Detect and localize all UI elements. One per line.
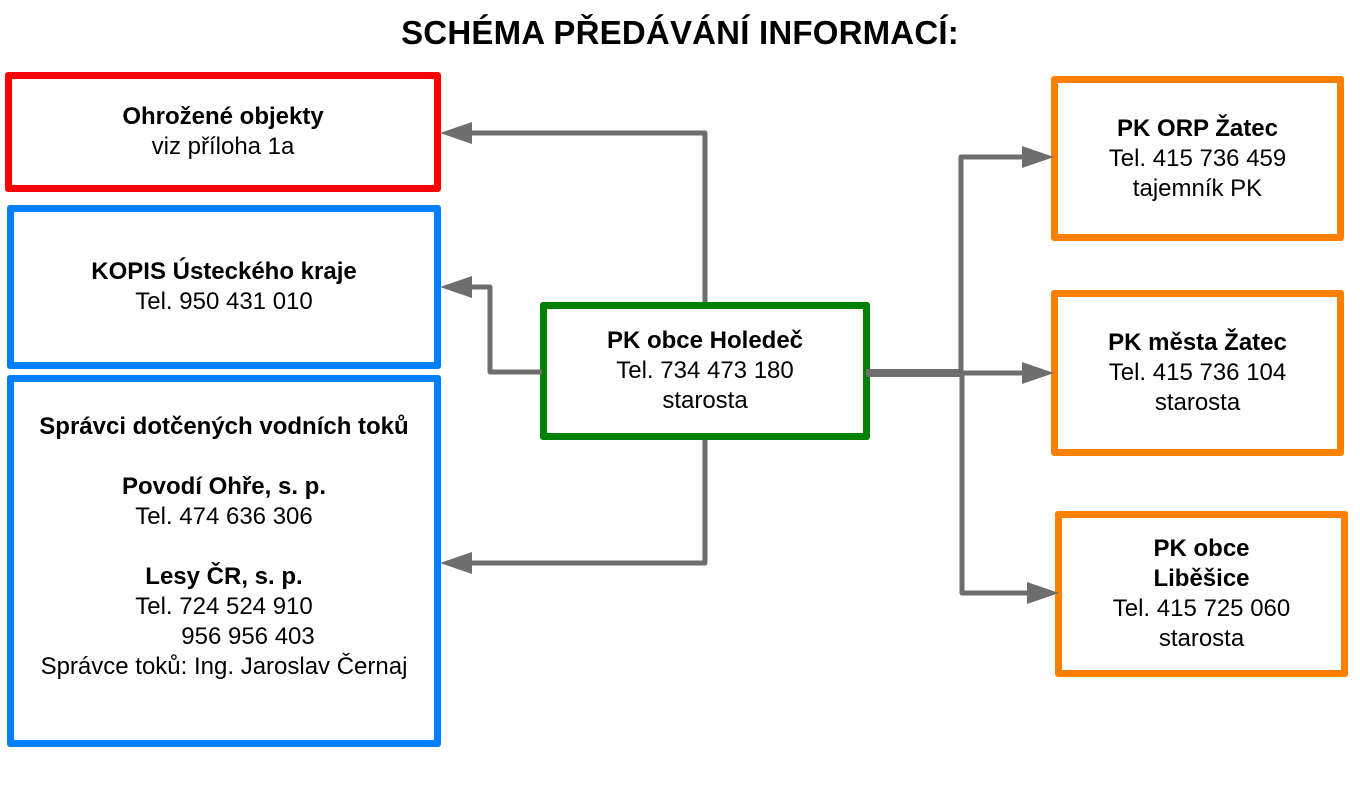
arrow-to-managers xyxy=(472,440,708,566)
libesice-role: starosta xyxy=(1158,625,1245,652)
arrowhead-mesto-zatec xyxy=(1022,362,1054,384)
water-managers-box: Správci dotčených vodních toků Povodí Oh… xyxy=(7,375,441,747)
arrow-to-kopis xyxy=(472,284,542,375)
orp-zatec-heading: PK ORP Žatec xyxy=(1117,114,1278,142)
arrowhead-kopis xyxy=(440,276,472,298)
lesy-cr-contact: Správce toků: Ing. Jaroslav Černaj xyxy=(40,653,408,680)
libesice-heading-2: Liběšice xyxy=(1153,565,1250,592)
center-phone: Tel. 734 473 180 xyxy=(616,357,794,384)
mesto-zatec-heading: PK města Žatec xyxy=(1108,329,1287,356)
kopis-box: KOPIS Ústeckého kraje Tel. 950 431 010 xyxy=(7,205,441,369)
lesy-cr-phone: Tel. 724 524 910 xyxy=(135,593,313,620)
threatened-objects-reference: viz příloha 1a xyxy=(151,133,295,160)
libesice-box: PK obce Liběšice Tel. 415 725 060 staros… xyxy=(1055,511,1348,677)
center-role: starosta xyxy=(662,387,748,414)
kopis-phone: Tel. 950 431 010 xyxy=(135,288,313,315)
orp-zatec-phone: Tel. 415 736 459 xyxy=(1108,144,1287,172)
arrowhead-threatened xyxy=(440,122,472,144)
water-managers-heading: Správci dotčených vodních toků xyxy=(39,413,409,440)
povodi-ohre-name: Povodí Ohře, s. p. xyxy=(121,473,327,500)
libesice-phone: Tel. 415 725 060 xyxy=(1112,595,1291,622)
orp-zatec-box: PK ORP Žatec Tel. 415 736 459 tajemník P… xyxy=(1051,76,1344,241)
arrow-to-libesice xyxy=(959,373,1027,596)
mesto-zatec-box: PK města Žatec Tel. 415 736 104 starosta xyxy=(1051,290,1344,456)
mesto-zatec-role: starosta xyxy=(1154,389,1241,416)
orp-zatec-role: tajemník PK xyxy=(1132,174,1263,202)
center-holedec-box: PK obce Holedeč Tel. 734 473 180 starost… xyxy=(540,302,870,440)
libesice-heading-1: PK obce xyxy=(1153,535,1250,562)
arrowhead-orp-zatec xyxy=(1022,146,1054,168)
kopis-heading: KOPIS Ústeckého kraje xyxy=(91,258,357,285)
center-heading: PK obce Holedeč xyxy=(606,327,804,354)
arrowhead-managers xyxy=(440,552,472,574)
lesy-cr-name: Lesy ČR, s. p. xyxy=(145,563,303,590)
threatened-objects-heading: Ohrožené objekty xyxy=(122,103,324,130)
diagram-title: SCHÉMA PŘEDÁVÁNÍ INFORMACÍ: xyxy=(401,14,959,51)
povodi-ohre-phone: Tel. 474 636 306 xyxy=(135,503,313,530)
arrow-to-threatened xyxy=(472,130,708,302)
mesto-zatec-phone: Tel. 415 736 104 xyxy=(1108,359,1287,386)
lesy-cr-phone-2: 956 956 403 xyxy=(181,623,315,650)
threatened-objects-box: Ohrožené objekty viz příloha 1a xyxy=(5,72,441,192)
arrow-to-orp-zatec xyxy=(958,154,1022,373)
